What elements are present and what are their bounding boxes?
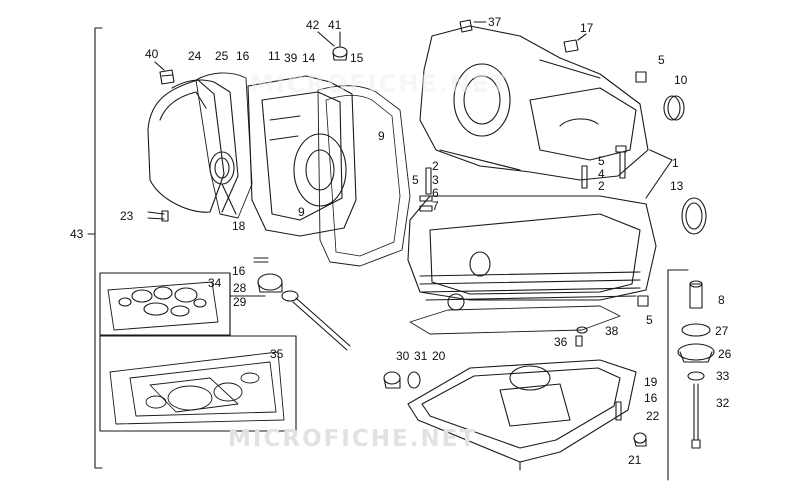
part-10-ring xyxy=(663,95,685,121)
callout-7: 7 xyxy=(432,199,439,213)
group-bracket xyxy=(94,27,103,469)
callout-31: 31 xyxy=(414,349,428,363)
callout-28: 28 xyxy=(233,281,247,295)
callout-32: 32 xyxy=(716,396,730,410)
part-24-cover xyxy=(147,79,239,213)
part-30-31-plug xyxy=(383,371,421,389)
callout-41: 41 xyxy=(328,18,342,32)
callout-22: 22 xyxy=(646,409,660,423)
callout-5-right: 5 xyxy=(598,154,605,168)
part-41-42-plug xyxy=(332,46,348,61)
part-25-gasket xyxy=(195,72,253,219)
callout-27: 27 xyxy=(715,324,729,338)
part-37-plug xyxy=(459,19,473,33)
gasket-kit-35-parts xyxy=(109,351,285,425)
callout-11: 11 xyxy=(268,49,281,63)
callout-30: 30 xyxy=(396,349,410,363)
callout-29: 29 xyxy=(233,295,247,309)
callout-6: 6 xyxy=(432,186,439,200)
callout-2-right: 2 xyxy=(598,179,605,193)
callout-26: 26 xyxy=(718,347,732,361)
callout-18: 18 xyxy=(232,219,246,233)
part-2-dowels-left xyxy=(419,167,433,212)
callout-40: 40 xyxy=(145,47,159,61)
callout-34: 34 xyxy=(208,276,222,290)
callout-5-left: 5 xyxy=(412,173,419,187)
part-13-seal xyxy=(681,197,707,235)
callout-35: 35 xyxy=(270,347,284,361)
callout-33: 33 xyxy=(716,369,730,383)
callout-36: 36 xyxy=(554,335,568,349)
part-21-drain-plug xyxy=(633,432,647,447)
part-1-lower-housing xyxy=(407,195,657,311)
callout-13: 13 xyxy=(670,179,684,193)
part-23-bolt xyxy=(147,210,169,222)
part-29-rod xyxy=(281,290,351,351)
callout-9-lower: 9 xyxy=(298,205,305,219)
callout-5-top: 5 xyxy=(658,53,665,67)
callout-43: 43 xyxy=(70,227,84,241)
part-5-bush-top xyxy=(635,71,647,83)
callout-16-pan: 16 xyxy=(644,391,658,405)
part-28-filter-cap xyxy=(257,273,283,293)
callout-19: 19 xyxy=(644,375,658,389)
callout-17: 17 xyxy=(580,21,594,35)
callout-38: 38 xyxy=(605,324,619,338)
callout-9-upper: 9 xyxy=(378,129,385,143)
part-33-washer xyxy=(687,371,705,381)
part-16-bolt-pan xyxy=(615,401,622,421)
watermark: MICROFICHE.NET xyxy=(228,426,478,452)
gasket-kit-34-parts xyxy=(107,281,219,331)
callout-15: 15 xyxy=(350,51,364,65)
callout-42: 42 xyxy=(306,18,320,32)
gasket-kit-box-35 xyxy=(99,335,297,432)
callout-23: 23 xyxy=(120,209,134,223)
callout-3: 3 xyxy=(432,173,439,187)
part-20-gasket xyxy=(409,305,621,335)
callout-24: 24 xyxy=(188,49,202,63)
part-8-spacer xyxy=(689,280,703,309)
callout-10: 10 xyxy=(674,73,688,87)
part-15-gasket xyxy=(317,85,411,267)
part-40-nut xyxy=(159,69,175,85)
part-2-dowels-right xyxy=(581,145,627,189)
callout-8: 8 xyxy=(718,293,725,307)
part-19-oil-pan xyxy=(407,359,637,471)
part-27-oring xyxy=(681,323,711,337)
callout-39: 39 xyxy=(284,51,298,65)
watermark-top: MICROFICHE.NET xyxy=(250,70,509,98)
callout-16-mid: 16 xyxy=(232,264,246,278)
callout-25: 25 xyxy=(215,49,229,63)
part-11-housing xyxy=(247,75,357,237)
callout-5-lower: 5 xyxy=(646,313,653,327)
callout-21: 21 xyxy=(628,453,642,467)
part-32-stud xyxy=(691,383,701,449)
callout-2-left: 2 xyxy=(432,159,439,173)
callout-4: 4 xyxy=(598,167,605,181)
callout-1: 1 xyxy=(672,156,679,170)
part-1-upper-housing xyxy=(419,25,649,181)
callout-20: 20 xyxy=(432,349,446,363)
callout-14: 14 xyxy=(302,51,316,65)
callout-37: 37 xyxy=(488,15,502,29)
callout-16: 16 xyxy=(236,49,250,63)
part-17-plug xyxy=(563,39,579,53)
part-26-valve xyxy=(677,343,715,363)
